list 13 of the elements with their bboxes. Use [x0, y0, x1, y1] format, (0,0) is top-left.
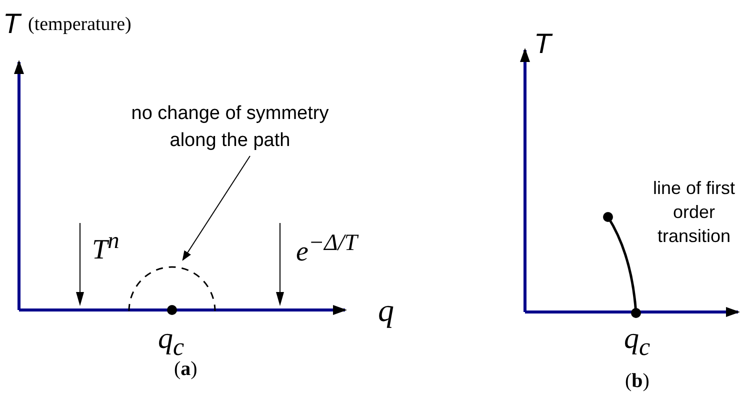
curve-label: line of first order transition	[652, 177, 736, 248]
point-label: q$_{c}$	[158, 322, 184, 361]
panel-label: (a)	[174, 358, 198, 381]
point-label: q$_{c}$	[624, 322, 650, 362]
formula-label: T$^{n}$	[92, 228, 120, 266]
axis-label: T	[534, 28, 552, 60]
axis-label: T	[3, 8, 20, 40]
axis-label: q	[378, 292, 394, 329]
leader-line	[182, 156, 250, 261]
axis-label: (temperature)	[28, 14, 132, 36]
annotation-text: no change of symmetry along the path	[130, 100, 330, 154]
formula-label: e$^{−Δ/T}$	[296, 230, 358, 268]
panel-label: (b)	[625, 370, 650, 393]
